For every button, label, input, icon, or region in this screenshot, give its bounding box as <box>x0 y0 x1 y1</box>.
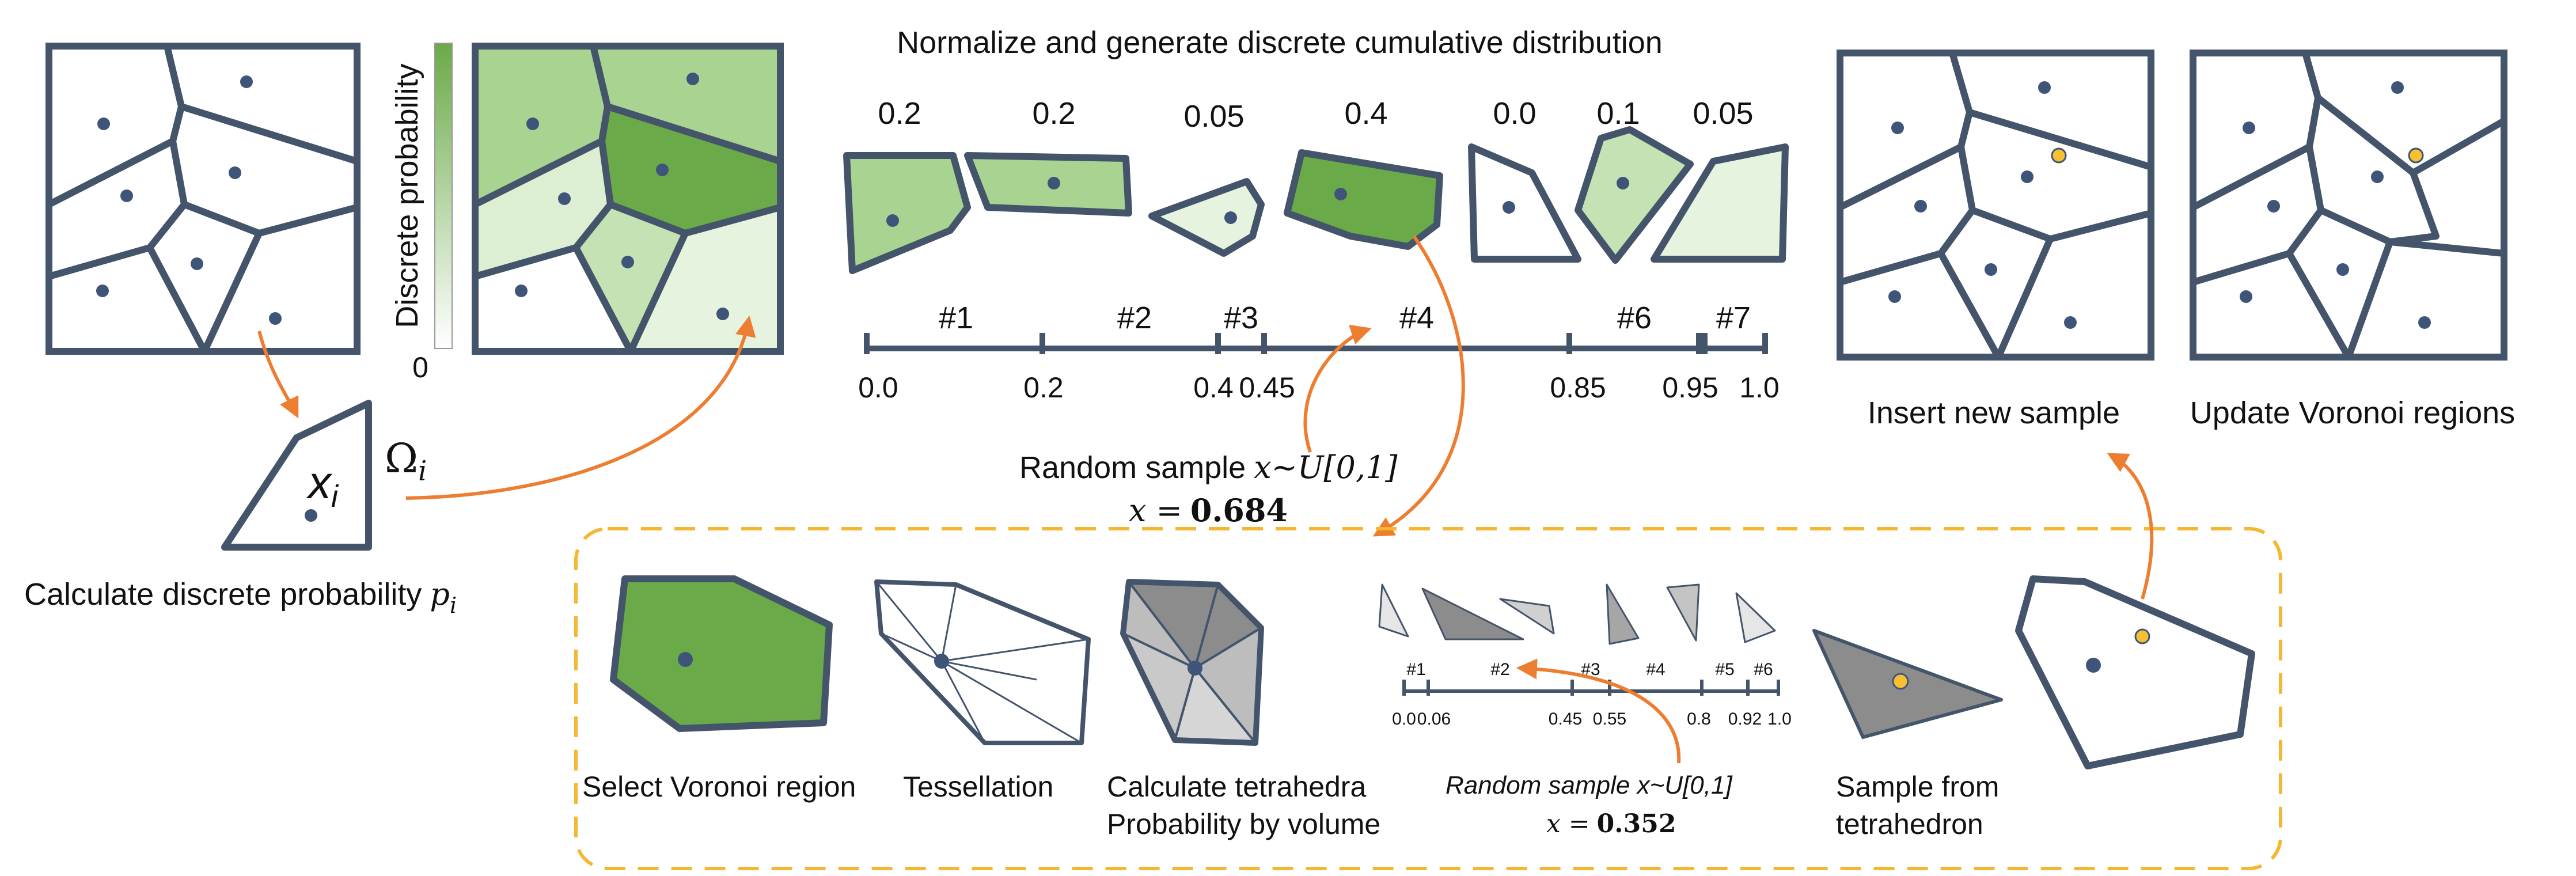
cell-omega-symbol: Ωi <box>385 435 427 487</box>
cdf-tag-1: #1 <box>939 301 973 335</box>
cell-x-symbol: xi <box>306 457 339 514</box>
svg-text:0.45: 0.45 <box>1549 710 1582 729</box>
cdf-tick-labels: 0.0 0.2 0.4 0.45 0.85 0.95 1.0 <box>858 371 1780 404</box>
cdf-tag-3: #3 <box>1224 301 1258 335</box>
svg-text:0.85: 0.85 <box>1550 371 1606 404</box>
prob-4: 0.4 <box>1344 96 1387 131</box>
cdf-tag-7: #7 <box>1716 301 1751 335</box>
sample-tetrahedron <box>1812 629 2003 739</box>
tessellation <box>874 579 1091 745</box>
cdf-tags: #1 #2 #3 #4 #6 #7 <box>939 301 1751 335</box>
region-cells <box>843 126 1789 274</box>
svg-text:0.95: 0.95 <box>1662 371 1718 404</box>
selected-region <box>610 575 833 732</box>
random-sample-top-value: x =0.684 <box>1129 492 1288 529</box>
calc-tet-line2: Probability by volume <box>1107 808 1380 840</box>
arrow-cell-to-colored <box>405 315 756 500</box>
single-cell: xi Ωi <box>221 400 427 551</box>
svg-text:0.92: 0.92 <box>1728 710 1762 729</box>
cdf-axis <box>864 333 1768 354</box>
svg-text:0.45: 0.45 <box>1239 371 1295 404</box>
svg-text:0.0: 0.0 <box>1392 710 1416 729</box>
arrow-to-insert <box>2107 453 2154 600</box>
tetrahedra-volumes <box>1120 579 1264 746</box>
normalize-title: Normalize and generate discrete cumulati… <box>897 25 1663 60</box>
region-probabilities: 0.2 0.2 0.05 0.4 0.0 0.1 0.05 <box>878 96 1753 134</box>
prob-5: 0.0 <box>1493 96 1536 131</box>
prob-7: 0.05 <box>1693 96 1753 131</box>
svg-text:0.55: 0.55 <box>1593 710 1626 729</box>
voronoi-colored <box>472 43 784 355</box>
prob-1: 0.2 <box>878 96 921 131</box>
select-label: Select Voronoi region <box>582 771 856 803</box>
cdf-tag-2: #2 <box>1117 301 1152 335</box>
update-label: Update Voronoi regions <box>2190 396 2515 430</box>
svg-text:#2: #2 <box>1490 660 1509 679</box>
insert-label: Insert new sample <box>1868 396 2120 430</box>
tet-cdf-axis <box>1402 680 1780 696</box>
svg-text:0.0: 0.0 <box>858 371 898 404</box>
colorbar-min-label: 0 <box>412 351 428 384</box>
svg-text:#1: #1 <box>1406 660 1425 679</box>
svg-text:1.0: 1.0 <box>1739 371 1780 404</box>
sample-line2: tetrahedron <box>1836 808 1983 840</box>
arrow-sample-to-axis <box>1303 324 1372 453</box>
prob-2: 0.2 <box>1032 96 1075 131</box>
arrow-region-to-bottom <box>1372 235 1465 537</box>
arrow-bottom-sample <box>1516 658 1681 764</box>
tet-pieces <box>1378 583 1776 645</box>
svg-text:0.06: 0.06 <box>1417 710 1451 729</box>
voronoi-inserted <box>1837 50 2154 361</box>
svg-text:0.4: 0.4 <box>1193 371 1234 404</box>
svg-text:#4: #4 <box>1646 660 1665 679</box>
prob-6: 0.1 <box>1596 96 1640 131</box>
arrow-voronoi-to-cell <box>257 331 299 419</box>
svg-text:#5: #5 <box>1715 660 1734 679</box>
final-cell <box>2015 575 2255 769</box>
colorbar-label: Discrete probability <box>390 63 424 328</box>
cdf-tag-6: #6 <box>1617 301 1652 335</box>
voronoi-initial <box>45 43 361 355</box>
random-sample-bottom-value: x =0.352 <box>1546 809 1676 839</box>
sample-line1: Sample from <box>1836 771 1999 803</box>
svg-text:0.2: 0.2 <box>1023 371 1064 404</box>
colorbar: Discrete probability 0 <box>390 43 453 384</box>
svg-text:1.0: 1.0 <box>1767 710 1792 729</box>
calc-tet-line1: Calculate tetrahedra <box>1107 771 1366 803</box>
prob-3: 0.05 <box>1183 99 1244 134</box>
svg-text:0.8: 0.8 <box>1687 710 1711 729</box>
tessellation-label: Tessellation <box>903 771 1053 803</box>
tet-cdf-ticks: 0.0 0.06 0.45 0.55 0.8 0.92 1.0 <box>1392 710 1792 729</box>
voronoi-updated <box>2190 50 2507 361</box>
svg-text:#6: #6 <box>1754 660 1773 679</box>
cdf-tag-4: #4 <box>1399 301 1434 335</box>
detail-box <box>574 527 2282 870</box>
random-sample-bottom: Random sample x~U[0,1] <box>1446 771 1733 799</box>
